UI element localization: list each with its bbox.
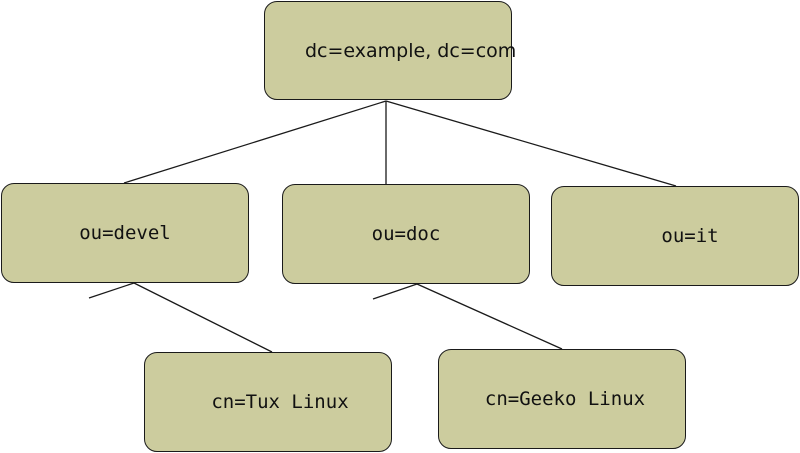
node-ou-it: ou=it bbox=[551, 186, 799, 286]
node-it-label: ou=it bbox=[661, 225, 719, 247]
edge-doc-stub bbox=[372, 283, 418, 300]
node-root-dc-example-com: dc=example, dc=com bbox=[264, 1, 516, 100]
node-cn-geeko-linux: cn=Geeko Linux bbox=[438, 349, 686, 449]
node-tux-label: cn=Tux Linux bbox=[211, 391, 349, 413]
edge-root-it bbox=[385, 100, 677, 187]
edge-root-devel bbox=[123, 100, 387, 184]
node-ou-devel: ou=devel bbox=[1, 183, 249, 283]
node-devel-label: ou=devel bbox=[79, 222, 171, 244]
node-cn-tux-linux: cn=Tux Linux bbox=[144, 352, 392, 452]
edge-doc-geeko bbox=[416, 283, 563, 350]
node-geeko-label: cn=Geeko Linux bbox=[484, 388, 646, 410]
edge-devel-tux bbox=[133, 282, 273, 353]
edge-devel-stub bbox=[88, 282, 135, 299]
node-ou-doc: ou=doc bbox=[282, 184, 530, 284]
node-doc-label: ou=doc bbox=[371, 223, 441, 245]
node-root-label: dc=example, dc=com bbox=[305, 39, 517, 62]
